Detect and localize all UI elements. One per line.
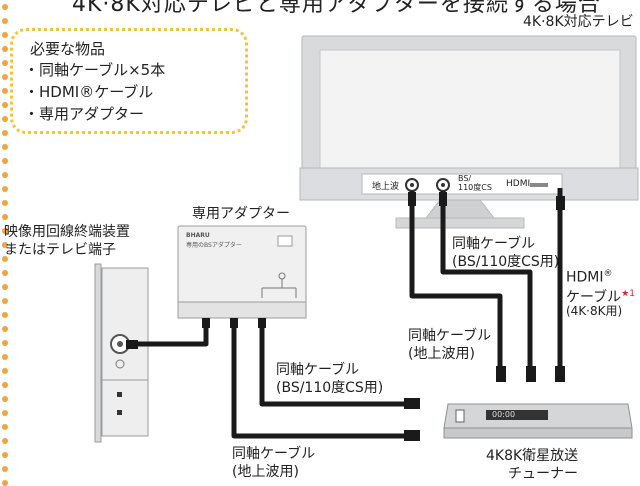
tv-port-bs-line1: BS/ xyxy=(458,174,472,183)
coax-bs-upper-label-line2: (BS/110度CS用) xyxy=(452,254,560,270)
hdmi-cable-text: ケーブル xyxy=(566,289,622,306)
adapter-name: 専用のBSアダプター xyxy=(186,242,242,249)
border-dot xyxy=(2,298,8,304)
border-dot xyxy=(2,424,8,430)
wall-terminal-label-line2: またはテレビ端子 xyxy=(4,242,116,258)
border-dot xyxy=(2,4,8,10)
page-title: 4K·8K対応テレビと専用アダプターを接続する場合 xyxy=(72,0,601,17)
border-dot xyxy=(2,438,8,444)
border-dot xyxy=(2,74,8,80)
tv-port-bs-label: BS/ 110度CS xyxy=(458,174,492,192)
tuner-illustration xyxy=(443,403,633,439)
border-dot xyxy=(2,326,8,332)
border-dot xyxy=(2,158,8,164)
wall-terminal-illustration xyxy=(94,263,149,443)
border-dot xyxy=(2,354,8,360)
adapter-illustration xyxy=(177,225,307,319)
border-dot xyxy=(2,270,8,276)
coax-bs-upper-label-line1: 同軸ケーブル xyxy=(452,236,536,252)
coax-terr-lower-label-line1: 同軸ケーブル xyxy=(232,446,316,462)
hdmi-footnote-star: ★1 xyxy=(621,289,635,299)
border-dot xyxy=(2,172,8,178)
border-dot xyxy=(2,312,8,318)
tuner-label-line2: チューナー xyxy=(508,466,578,482)
border-dot xyxy=(2,18,8,24)
requirement-item: ・HDMI®ケーブル xyxy=(24,83,154,101)
tv-illustration xyxy=(299,35,639,229)
border-dot xyxy=(2,340,8,346)
border-dot xyxy=(2,284,8,290)
border-dot xyxy=(2,368,8,374)
adapter-label: 専用アダプター xyxy=(192,206,290,222)
border-dot xyxy=(2,214,8,220)
wall-terminal-label-line1: 映像用回線終端装置 xyxy=(4,224,130,240)
border-dot xyxy=(2,410,8,416)
hdmi-cable-label-line2: ケーブル★1 xyxy=(566,286,635,306)
border-dot xyxy=(2,130,8,136)
requirement-item: ・専用アダプター xyxy=(24,105,145,123)
coax-bs-lower-label-line2: (BS/110度CS用) xyxy=(276,380,384,396)
tuner-display: 00:00 xyxy=(492,410,516,419)
coax-terr-upper-label-line2: (地上波用) xyxy=(408,346,475,362)
border-dot xyxy=(2,242,8,248)
border-dot xyxy=(2,60,8,66)
coax-terr-lower-label-line2: (地上波用) xyxy=(232,464,299,480)
border-dot xyxy=(2,382,8,388)
border-dot xyxy=(2,452,8,458)
border-dot xyxy=(2,256,8,262)
requirement-item: ・同軸ケーブル×5本 xyxy=(24,61,166,79)
border-dot xyxy=(2,88,8,94)
border-dot xyxy=(2,46,8,52)
border-dot xyxy=(2,228,8,234)
border-dot xyxy=(2,102,8,108)
cable-connectors xyxy=(126,192,565,441)
coax-terr-upper-label-line1: 同軸ケーブル xyxy=(408,328,492,344)
tv-port-bs-line2: 110度CS xyxy=(458,183,492,192)
hdmi-cable-label-line1: HDMI® xyxy=(566,266,613,286)
coax-bs-lower-label-line1: 同軸ケーブル xyxy=(276,362,360,378)
requirements-box xyxy=(10,28,248,134)
border-dot xyxy=(2,200,8,206)
border-dot xyxy=(2,32,8,38)
border-dot xyxy=(2,466,8,472)
adapter-brand: BHARU xyxy=(186,232,210,239)
requirements-heading: 必要な物品 xyxy=(30,40,106,58)
tv-port-hdmi-label: HDMI xyxy=(506,179,531,189)
border-dot xyxy=(2,116,8,122)
border-dot xyxy=(2,144,8,150)
tv-port-terrestrial-label: 地上波 xyxy=(372,182,400,192)
hdmi-registered-mark: ® xyxy=(603,269,613,279)
left-dotted-border xyxy=(0,0,10,486)
border-dot xyxy=(2,186,8,192)
hdmi-cable-label-line3: (4K·8K用) xyxy=(566,304,623,318)
border-dot xyxy=(2,396,8,402)
hdmi-label-text: HDMI xyxy=(566,269,604,286)
tuner-label-line1: 4K8K衛星放送 xyxy=(486,448,579,464)
tv-label: 4K·8K対応テレビ xyxy=(523,14,634,30)
